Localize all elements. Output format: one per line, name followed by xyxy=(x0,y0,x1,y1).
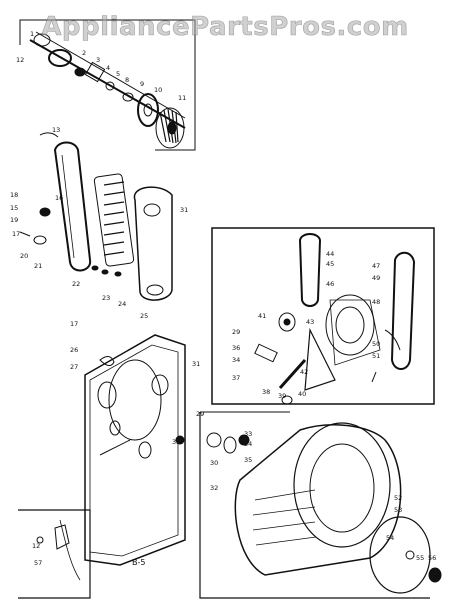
callout-40: 40 xyxy=(298,390,306,398)
callout-20: 20 xyxy=(20,252,28,260)
callout-21: 21 xyxy=(34,262,42,270)
callout-8: 8 xyxy=(125,76,129,84)
callout-43: 43 xyxy=(306,318,314,326)
callout-41: 41 xyxy=(258,312,266,320)
callout-52: 52 xyxy=(394,494,402,502)
callout-29: 29 xyxy=(232,328,240,336)
callout-22: 22 xyxy=(72,280,80,288)
callout-15: 15 xyxy=(10,204,18,212)
callout-46: 46 xyxy=(326,280,334,288)
callout-4: 4 xyxy=(106,64,110,72)
motor-detail-frame xyxy=(211,227,435,405)
callout-13: 13 xyxy=(52,126,60,134)
callout-2: 2 xyxy=(82,49,86,57)
part-callouts: 12 1 2 3 4 5 8 9 10 11 13 18 15 19 17 16… xyxy=(10,30,436,567)
callout-48: 48 xyxy=(372,298,380,306)
switch-detail-frame xyxy=(18,509,91,599)
callout-29b: 29 xyxy=(196,410,204,418)
callout-57: 57 xyxy=(34,559,42,567)
callout-18: 18 xyxy=(10,191,18,199)
callout-55: 55 xyxy=(416,554,424,562)
callout-49: 49 xyxy=(372,274,380,282)
front-bulkhead xyxy=(59,334,186,581)
callout-36: 36 xyxy=(232,344,240,352)
page-label: B-5 xyxy=(132,558,145,567)
callout-16: 16 xyxy=(55,194,63,202)
callout-33a: 33 xyxy=(172,438,180,446)
callout-54: 54 xyxy=(386,534,394,542)
callout-30: 30 xyxy=(210,459,218,467)
callout-31b: 31 xyxy=(192,360,200,368)
callout-56: 56 xyxy=(428,554,436,562)
callout-11: 11 xyxy=(178,94,186,102)
callout-27: 27 xyxy=(70,363,78,371)
callout-17b: 17 xyxy=(70,320,78,328)
callout-10: 10 xyxy=(154,86,162,94)
callout-34: 34 xyxy=(232,356,240,364)
callout-39: 39 xyxy=(278,392,286,400)
callout-1: 1 xyxy=(30,30,34,38)
callout-34b: 34 xyxy=(244,440,252,448)
callout-35: 35 xyxy=(244,456,252,464)
callout-26: 26 xyxy=(70,346,78,354)
callout-50: 50 xyxy=(372,340,380,348)
callout-33b: 33 xyxy=(244,430,252,438)
callout-25: 25 xyxy=(140,312,148,320)
drum-detail-frame xyxy=(175,411,442,599)
callout-31a: 31 xyxy=(180,206,188,214)
callout-51: 51 xyxy=(372,352,380,360)
callout-44: 44 xyxy=(326,250,334,258)
callout-12b: 12 xyxy=(32,542,40,550)
callout-42: 42 xyxy=(300,368,308,376)
callout-53: 53 xyxy=(394,506,402,514)
callout-23: 23 xyxy=(102,294,110,302)
callout-24: 24 xyxy=(118,300,126,308)
callout-17: 17 xyxy=(12,230,20,238)
callout-9: 9 xyxy=(140,80,144,88)
callout-12: 12 xyxy=(16,56,24,64)
heater-belt-assembly xyxy=(19,132,173,301)
callout-32: 32 xyxy=(210,484,218,492)
callout-3: 3 xyxy=(96,56,100,64)
callout-5: 5 xyxy=(116,70,120,78)
callout-19: 19 xyxy=(10,216,18,224)
callout-45: 45 xyxy=(326,260,334,268)
callout-47: 47 xyxy=(372,262,380,270)
callout-37: 37 xyxy=(232,374,240,382)
blower-assembly xyxy=(19,19,196,151)
callout-38: 38 xyxy=(262,388,270,396)
